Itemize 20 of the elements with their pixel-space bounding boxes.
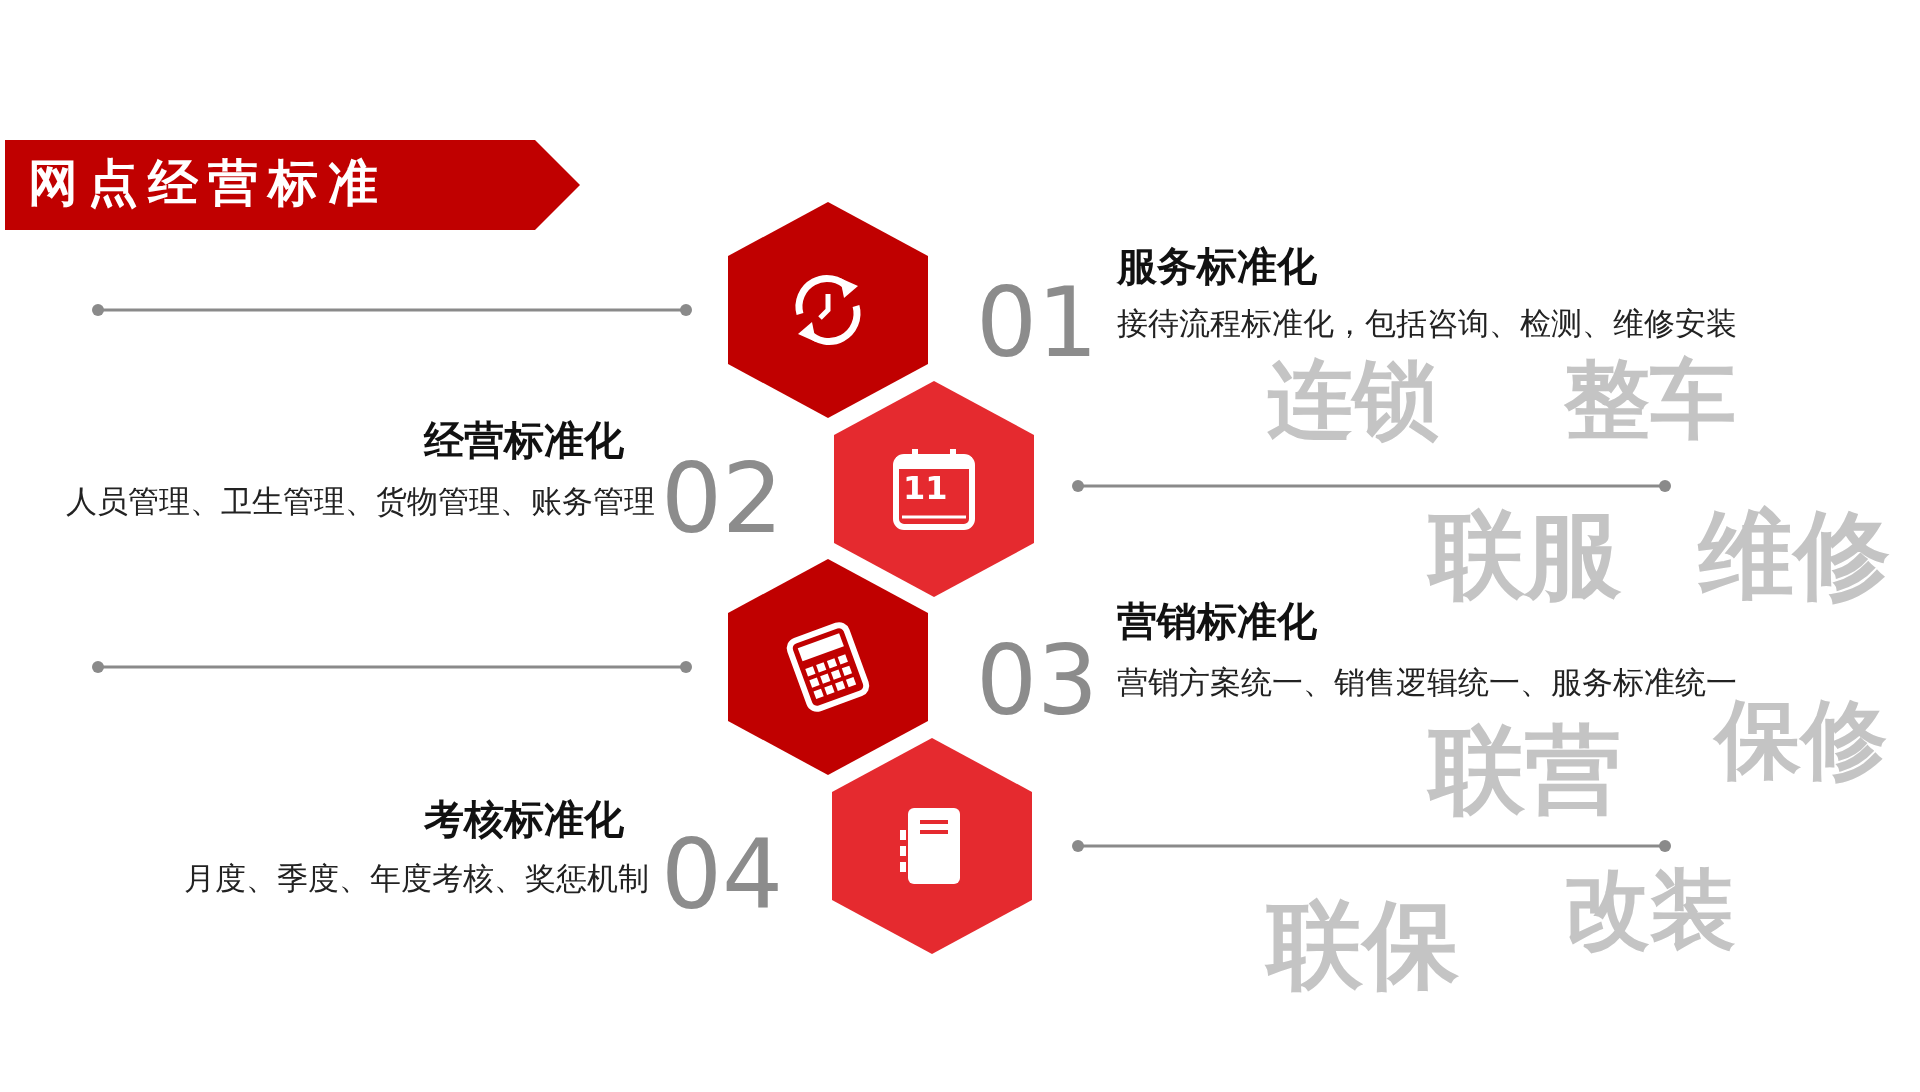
step-number: 03 (976, 626, 1099, 737)
step-number: 02 (661, 444, 784, 555)
title-text: 网点经营标准 (28, 155, 388, 213)
heading: 经营标准化 (424, 417, 624, 463)
background-word: 联营 (1429, 715, 1621, 826)
background-word: 维修 (1698, 500, 1890, 611)
background-word: 联服 (1429, 500, 1621, 611)
description: 接待流程标准化，包括咨询、检测、维修安装 (1117, 306, 1737, 342)
step-number: 04 (661, 820, 784, 931)
calendar-date: 11 (903, 470, 948, 507)
background-word: 整车 (1564, 350, 1736, 449)
description: 月度、季度、年度考核、奖惩机制 (184, 861, 649, 897)
background-word: 改装 (1564, 860, 1736, 959)
background-word: 连锁 (1267, 350, 1439, 449)
heading: 服务标准化 (1117, 243, 1317, 289)
step-number: 01 (976, 268, 1099, 379)
background-word: 联保 (1267, 890, 1459, 1001)
description: 人员管理、卫生管理、货物管理、账务管理 (66, 484, 655, 520)
heading: 营销标准化 (1117, 598, 1317, 644)
heading: 考核标准化 (424, 796, 624, 842)
